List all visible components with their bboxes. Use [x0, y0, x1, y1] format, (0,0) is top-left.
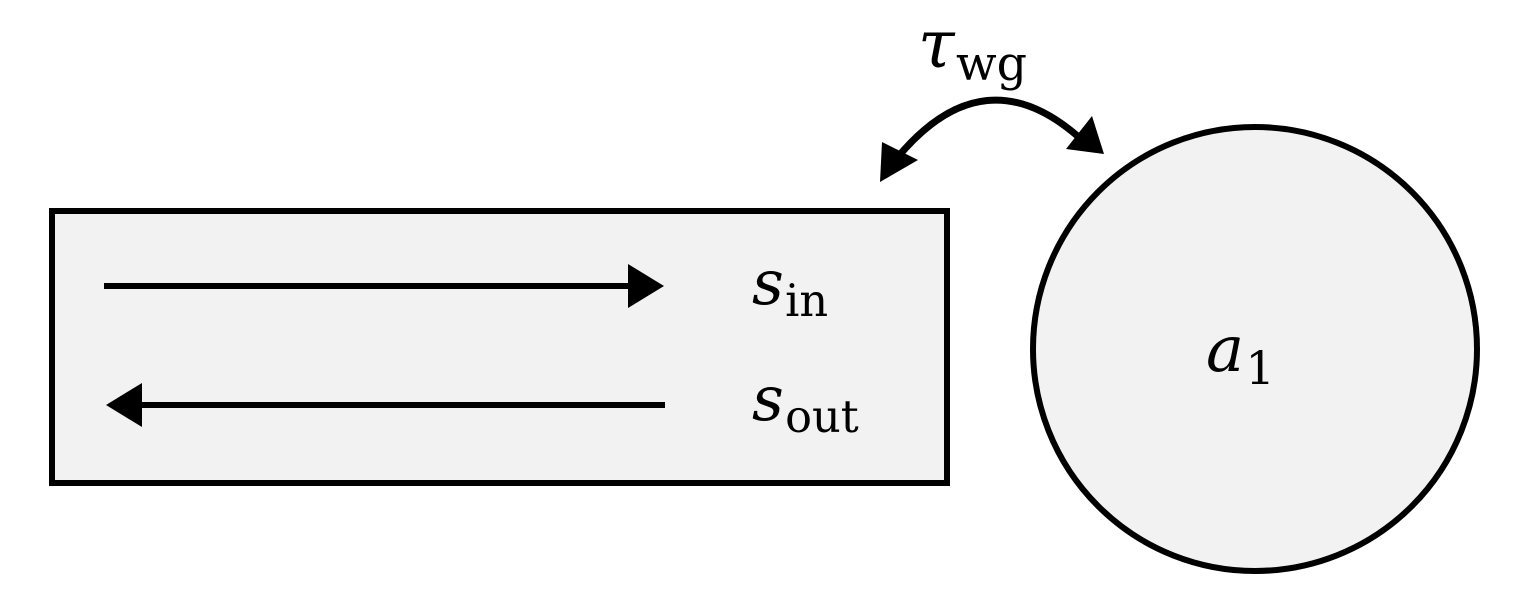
s-out-symbol: s — [752, 362, 784, 435]
waveguide-box — [49, 208, 950, 486]
input-arrow — [104, 264, 664, 308]
a1-subscript: 1 — [1245, 340, 1275, 395]
tau-symbol: τ — [918, 6, 955, 83]
s-in-label: sin — [752, 252, 828, 324]
a1-symbol: a — [1206, 313, 1245, 387]
a1-label: a1 — [1206, 318, 1275, 391]
output-arrow — [106, 383, 665, 427]
s-in-subscript: in — [785, 275, 829, 328]
s-out-label: sout — [752, 368, 859, 440]
s-in-symbol: s — [752, 246, 784, 319]
coupling-arrow — [880, 96, 1104, 182]
tau-wg-label: τwg — [918, 12, 1027, 89]
s-out-subscript: out — [785, 391, 859, 444]
resonator-circle — [1030, 124, 1480, 574]
tau-subscript: wg — [955, 37, 1028, 93]
